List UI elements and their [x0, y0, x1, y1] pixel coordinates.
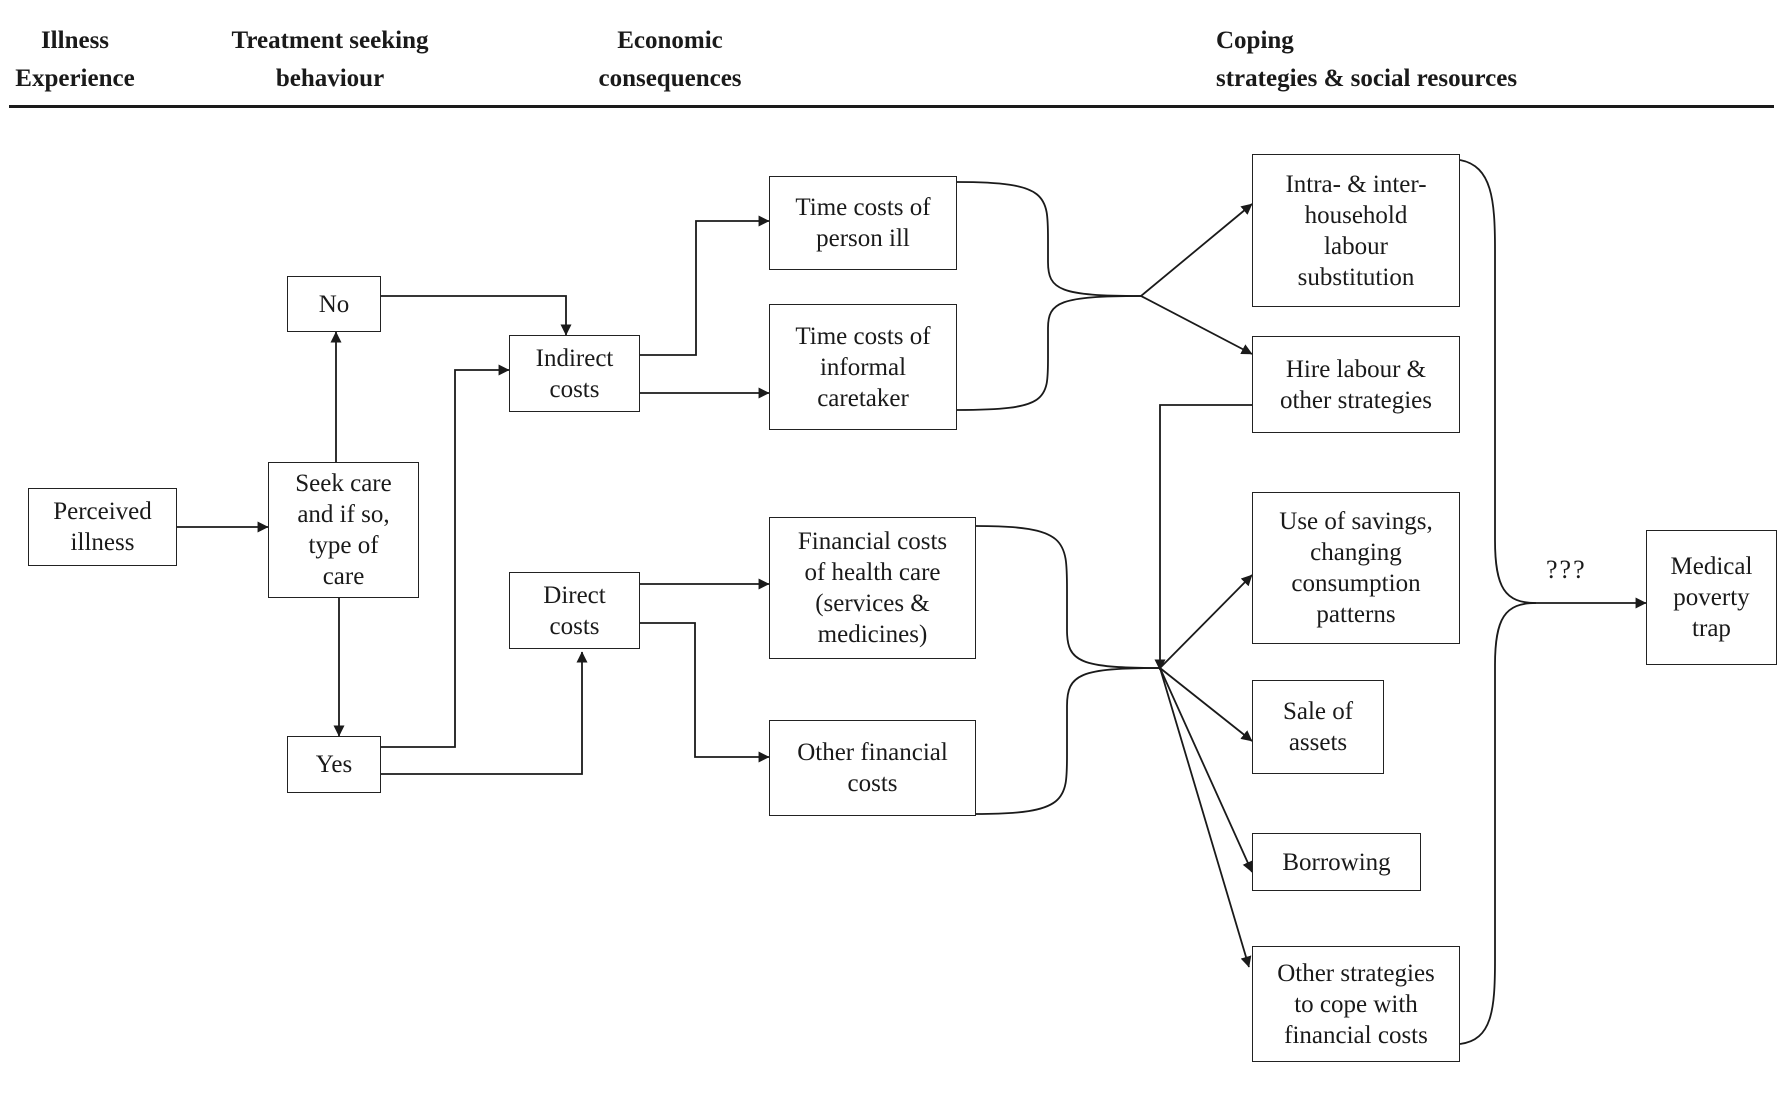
- box-perceived-illness: Perceived illness: [28, 488, 177, 566]
- box-labour-substitution: Intra- & inter- household labour substit…: [1252, 154, 1460, 307]
- header-economic-consequences: Economic consequences: [598, 27, 742, 92]
- arrow-fin-to-sale-assets: [1159, 667, 1253, 742]
- arrow-fin-to-savings: [1159, 574, 1253, 669]
- arrow-fin-to-borrowing: [1159, 667, 1253, 873]
- arrow-no-to-indirect: [381, 295, 572, 336]
- arrow-time-to-labour-substitution: [1140, 203, 1253, 297]
- header-rule: [9, 105, 1774, 108]
- box-seek-care: Seek care and if so, type of care: [268, 462, 419, 598]
- header-treatment-seeking: Treatment seeking behaviour: [231, 27, 429, 92]
- box-hire-labour: Hire labour & other strategies: [1252, 336, 1460, 433]
- box-other-coping-strategies: Other strategies to cope with financial …: [1252, 946, 1460, 1062]
- box-indirect-costs: Indirect costs: [509, 335, 640, 412]
- brace-financial-costs-lower: [975, 667, 1161, 815]
- box-direct-costs: Direct costs: [509, 572, 640, 649]
- arrow-hire-to-financial-node: [1154, 404, 1252, 671]
- arrow-yes-to-direct: [381, 651, 588, 775]
- box-no: No: [287, 276, 381, 332]
- brace-financial-costs: [975, 525, 1161, 669]
- brace-time-costs: [956, 181, 1142, 297]
- box-sale-of-assets: Sale of assets: [1252, 680, 1384, 774]
- box-time-costs-caretaker: Time costs of informal caretaker: [769, 304, 957, 430]
- arrow-time-to-hire-labour: [1140, 295, 1253, 355]
- arrow-indirect-to-time-person: [640, 215, 770, 356]
- unknown-link-label: ???: [1546, 555, 1587, 584]
- box-use-of-savings: Use of savings, changing consumption pat…: [1252, 492, 1460, 644]
- brace-coping-all-lower: [1459, 602, 1537, 1045]
- box-yes: Yes: [287, 736, 381, 793]
- brace-coping-all: [1459, 159, 1537, 604]
- arrow-direct-to-other-financial: [640, 622, 770, 763]
- box-medical-poverty-trap: Medical poverty trap: [1646, 530, 1777, 665]
- box-borrowing: Borrowing: [1252, 833, 1421, 891]
- header-coping-strategies: Coping strategies & social resources: [1216, 27, 1518, 92]
- arrow-yes-to-indirect: [381, 364, 510, 748]
- arrow-fin-to-other-strategies: [1159, 667, 1252, 968]
- box-time-costs-person-ill: Time costs of person ill: [769, 176, 957, 270]
- box-financial-costs-health-care: Financial costs of health care (services…: [769, 517, 976, 659]
- box-other-financial-costs: Other financial costs: [769, 720, 976, 816]
- header-illness-experience: Illness Experience: [15, 27, 135, 92]
- brace-time-costs-lower: [956, 295, 1142, 411]
